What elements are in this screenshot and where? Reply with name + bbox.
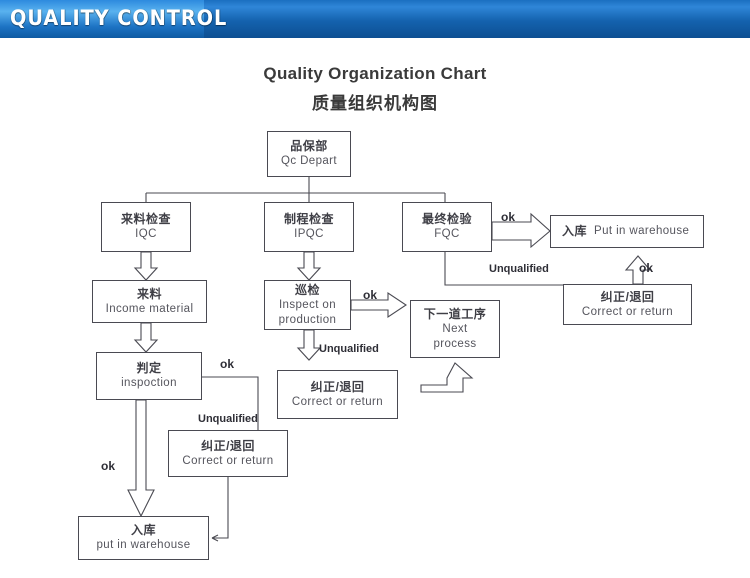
banner-accent-block <box>0 0 204 38</box>
node-warehouse-left-cn: 入库 <box>130 523 156 538</box>
edge-label-ok-correct-right: ok <box>639 261 654 275</box>
page-title-english: Quality Organization Chart <box>263 64 487 83</box>
node-judge-inspection-en: inspoction <box>121 377 177 390</box>
node-next-process-en: Next <box>442 323 468 336</box>
node-income-material-cn: 来料 <box>136 286 162 301</box>
edge-label-ok-ipqc: ok <box>363 288 378 302</box>
node-qc-depart-cn: 品保部 <box>290 139 328 154</box>
page-title-chinese: 质量组织机构图 <box>312 94 438 113</box>
node-next-process-en2: process <box>433 337 477 350</box>
edge-label-unqualified-ipqc: Unqualified <box>319 343 379 355</box>
edge-label-unqualified-iqc: Unqualified <box>198 413 258 425</box>
node-warehouse-left-en: put in warehouse <box>96 539 191 552</box>
edge-label-ok-iqc: ok <box>220 357 235 371</box>
node-correct-return-right[interactable]: 纠正/退回 Correct or return <box>563 284 692 325</box>
node-iqc-cn: 来料检查 <box>120 212 171 227</box>
banner-title: QUALITY CONTROL <box>10 6 228 30</box>
node-fqc[interactable]: 最终检验 FQC <box>402 202 492 252</box>
node-correct-return-middle-cn: 纠正/退回 <box>310 379 365 394</box>
node-correct-return-left-en: Correct or return <box>182 454 274 467</box>
node-warehouse-left[interactable]: 入库 put in warehouse <box>78 516 209 560</box>
node-correct-return-right-cn: 纠正/退回 <box>600 289 655 304</box>
node-iqc[interactable]: 来料检查 IQC <box>101 202 191 252</box>
node-fqc-en: FQC <box>434 228 460 241</box>
node-warehouse-right-cn: 入库 <box>562 224 588 238</box>
node-judge-inspection-cn: 判定 <box>136 361 162 376</box>
node-correct-return-left[interactable]: 纠正/退回 Correct or return <box>168 430 288 477</box>
node-correct-return-middle[interactable]: 纠正/退回 Correct or return <box>277 370 398 419</box>
edge-label-unqualified-fqc: Unqualified <box>489 263 549 275</box>
node-correct-return-left-cn: 纠正/退回 <box>201 438 255 453</box>
node-ipqc-cn: 制程检查 <box>283 212 334 227</box>
node-next-process-cn: 下一道工序 <box>423 307 487 322</box>
node-correct-return-right-en: Correct or return <box>581 305 674 318</box>
node-inspect-production-en: Inspect on <box>278 299 337 312</box>
node-correct-return-middle-en: Correct or return <box>291 395 384 408</box>
node-income-material[interactable]: 来料 Income material <box>92 280 207 323</box>
node-inspect-production[interactable]: 巡检 Inspect on production <box>264 280 351 330</box>
node-income-material-en: Income material <box>105 302 194 315</box>
node-ipqc[interactable]: 制程检查 IPQC <box>264 202 354 252</box>
edge-label-ok-warehouse-left: ok <box>101 459 116 473</box>
node-judge-inspection[interactable]: 判定 inspoction <box>96 352 202 400</box>
node-qc-depart-en: Qc Depart <box>280 155 337 168</box>
node-iqc-en: IQC <box>135 228 157 241</box>
node-warehouse-right[interactable]: 入库 Put in warehouse <box>550 215 704 248</box>
node-next-process[interactable]: 下一道工序 Next process <box>410 300 500 358</box>
node-fqc-cn: 最终检验 <box>421 212 472 227</box>
edge-label-ok-fqc: ok <box>501 210 516 224</box>
node-qc-depart[interactable]: 品保部 Qc Depart <box>267 131 351 177</box>
page-banner: QUALITY CONTROL <box>0 0 750 38</box>
node-ipqc-en: IPQC <box>294 228 324 241</box>
node-inspect-production-cn: 巡检 <box>294 283 320 298</box>
node-inspect-production-en2: production <box>278 313 337 326</box>
node-warehouse-right-en: Put in warehouse <box>594 225 690 238</box>
